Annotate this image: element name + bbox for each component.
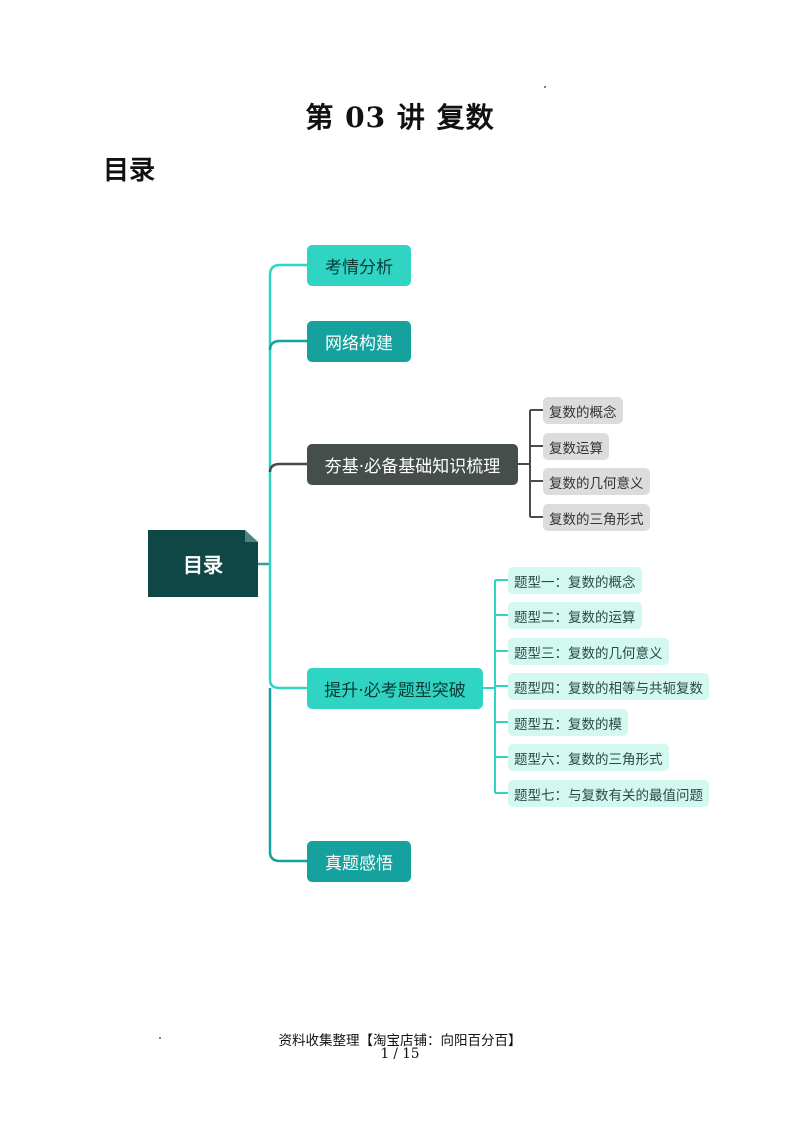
connector-wangluo: [268, 339, 307, 351]
branch-kaoqing-fenxi: 考情分析: [307, 245, 411, 286]
page-number: 1 / 15: [380, 1046, 420, 1062]
page-title: 第 03 讲 复数: [305, 101, 495, 134]
leaf-type-5: 题型五：复数的模: [508, 709, 628, 736]
connector-kaoqing: [268, 263, 307, 564]
mindmap-root: 目录: [148, 530, 258, 597]
leaf-type-7: 题型七：与复数有关的最值问题: [508, 780, 709, 807]
leaf-type-2: 题型二：复数的运算: [508, 602, 642, 629]
leaf-concept: 复数的概念: [543, 397, 623, 424]
branch-wangluo-goujian: 网络构建: [307, 321, 411, 362]
connector-hangji: [268, 462, 307, 473]
footer-source: 资料收集整理【淘宝店铺：向阳百分百】: [278, 1033, 522, 1049]
leaf-type-6: 题型六：复数的三角形式: [508, 744, 669, 771]
leaf-operation: 复数运算: [543, 433, 609, 460]
speck-mark: [544, 86, 546, 88]
branch-zhenti-ganwu: 真题感悟: [307, 841, 411, 882]
connector-tisheng: [268, 564, 307, 690]
leaf-type-1: 题型一：复数的概念: [508, 567, 642, 594]
branch-tisheng-tixing: 提升·必考题型突破: [307, 668, 483, 709]
leaf-type-4: 题型四：复数的相等与共轭复数: [508, 673, 709, 700]
speck-mark: [159, 1037, 161, 1039]
leaf-type-3: 题型三：复数的几何意义: [508, 638, 669, 665]
branch-hangji-jichu: 夯基·必备基础知识梳理: [307, 444, 518, 485]
leaf-trig-form: 复数的三角形式: [543, 504, 650, 531]
toc-heading: 目录: [103, 156, 156, 186]
leaf-geometric-meaning: 复数的几何意义: [543, 468, 650, 495]
connector-zhenti: [268, 688, 307, 863]
